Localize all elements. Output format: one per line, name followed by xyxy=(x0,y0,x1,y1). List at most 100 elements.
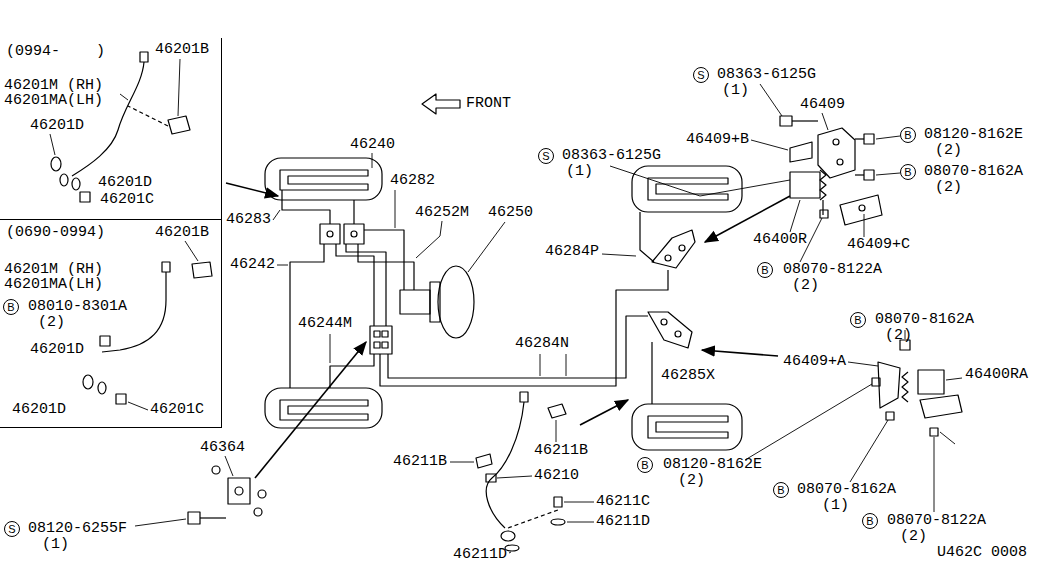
part-number: 46250 xyxy=(488,205,533,221)
part-number: 46201D xyxy=(12,402,66,418)
fastener-type-letter: B xyxy=(866,516,873,527)
part-number: 46284P xyxy=(545,244,599,260)
part-number: 46211C xyxy=(596,494,650,510)
part-number: 46201M (RH) xyxy=(4,262,103,278)
brake-tube xyxy=(640,212,654,262)
quantity-note: (2) xyxy=(38,315,65,331)
brake-tube xyxy=(280,400,368,420)
spring xyxy=(820,170,826,200)
part-number: 08070-8122A xyxy=(783,262,882,278)
part-number: 46210 xyxy=(534,468,579,484)
fastener-type-letter: B xyxy=(904,130,911,141)
part-number: 08363-6125G xyxy=(562,148,661,164)
connector-block xyxy=(320,224,340,244)
junction-block xyxy=(370,326,392,354)
fastener-type-circle: B xyxy=(757,262,773,278)
part-number: 46201C xyxy=(150,402,204,418)
brake-tube xyxy=(388,316,648,378)
part-number: 46211D xyxy=(596,514,650,530)
quantity-note: (1) xyxy=(722,83,749,99)
fastener-type-circle: S xyxy=(693,67,709,83)
part-number: 08070-8122A xyxy=(887,513,986,529)
part-number: 46201D xyxy=(30,118,84,134)
quantity-note: (0690-0994) xyxy=(6,225,105,241)
leader-line xyxy=(50,59,962,553)
quantity-note: (1) xyxy=(42,537,69,553)
part-number: 46211B xyxy=(534,443,588,459)
direction-label: FRONT xyxy=(466,96,511,112)
part-number: 46201MA(LH) xyxy=(4,93,103,109)
part-number: 08120-8162E xyxy=(663,457,762,473)
front-arrow xyxy=(422,94,460,114)
brake-tube xyxy=(280,170,368,190)
quantity-note: (2) xyxy=(885,328,912,344)
fastener-type-circle: B xyxy=(773,482,789,498)
part-number: 08363-6125G xyxy=(717,67,816,83)
hose-clip xyxy=(168,116,190,134)
valve-bracket xyxy=(818,128,855,178)
part-number: 46364 xyxy=(200,440,245,456)
bracket xyxy=(920,395,962,418)
fastener-type-circle: B xyxy=(900,164,916,180)
brake-tube xyxy=(346,244,386,326)
pointer-arrow xyxy=(226,183,790,478)
spring xyxy=(902,372,908,402)
part-number: 08120-8162E xyxy=(924,127,1023,143)
proportioning-valve xyxy=(790,172,820,198)
part-number: 46400RA xyxy=(965,367,1028,383)
brake-hose xyxy=(486,402,524,528)
hose-clip xyxy=(548,404,566,418)
fastener-type-circle: S xyxy=(4,521,20,537)
part-number: 46409 xyxy=(800,97,845,113)
brake-tube xyxy=(651,342,652,404)
connector-block xyxy=(344,224,364,244)
part-number: 46201B xyxy=(155,225,209,241)
part-number: 46201M (RH) xyxy=(4,78,103,94)
hose-clip xyxy=(192,262,212,278)
fastener-type-circle: B xyxy=(900,127,916,143)
part-number: 46201MA(LH) xyxy=(4,277,103,293)
fastener-type-letter: B xyxy=(777,485,784,496)
wheel xyxy=(632,166,742,212)
fastener-type-letter: B xyxy=(641,460,648,471)
part-number: 46400R xyxy=(753,232,807,248)
fastener-type-letter: B xyxy=(904,167,911,178)
bracket xyxy=(228,478,250,504)
fastener-type-circle: S xyxy=(538,148,554,164)
inset-panel: (0994- ) 46201B 46201M (RH)46201MA(LH) 4620… xyxy=(0,38,222,220)
part-number: 08070-8162A xyxy=(924,164,1023,180)
part-number: 46252M xyxy=(415,205,469,221)
part-number: 46409+A xyxy=(783,354,846,370)
part-number: 46201C xyxy=(100,192,154,208)
fastener-type-letter: B xyxy=(7,302,14,313)
part-number: 46285X xyxy=(661,368,715,384)
part-number: 46244M xyxy=(298,316,352,332)
fastener-type-letter: B xyxy=(854,315,861,326)
quantity-note: (0994- ) xyxy=(6,44,105,60)
brake-tube xyxy=(648,416,728,438)
brake-tube xyxy=(648,178,728,200)
quantity-note: (1) xyxy=(566,164,593,180)
brake-tube xyxy=(282,190,330,224)
fastener-type-circle: B xyxy=(862,513,878,529)
tube-clip xyxy=(648,312,692,348)
quantity-note: (2) xyxy=(900,529,927,545)
fastener-type-letter: S xyxy=(697,70,704,81)
brake-tube xyxy=(380,270,668,386)
inset-panel: (0690-0994)46201B46201M (RH)46201MA(LH)0… xyxy=(0,220,222,428)
fastener-type-circle: B xyxy=(637,457,653,473)
bracket xyxy=(790,142,812,162)
part-number: 46283 xyxy=(226,212,271,228)
fastener-type-letter: S xyxy=(8,524,15,535)
quantity-note: (2) xyxy=(935,180,962,196)
wheel xyxy=(632,404,742,450)
part-number: 46242 xyxy=(230,257,275,273)
part-number: 46409+C xyxy=(847,237,910,253)
part-number: 46284N xyxy=(515,336,569,352)
valve-bracket xyxy=(878,362,900,408)
brake-booster xyxy=(438,266,474,338)
quantity-note: (2) xyxy=(935,143,962,159)
part-number: 46201D xyxy=(30,342,84,358)
quantity-note: (1) xyxy=(822,498,849,514)
part-number: 46201B xyxy=(155,42,209,58)
